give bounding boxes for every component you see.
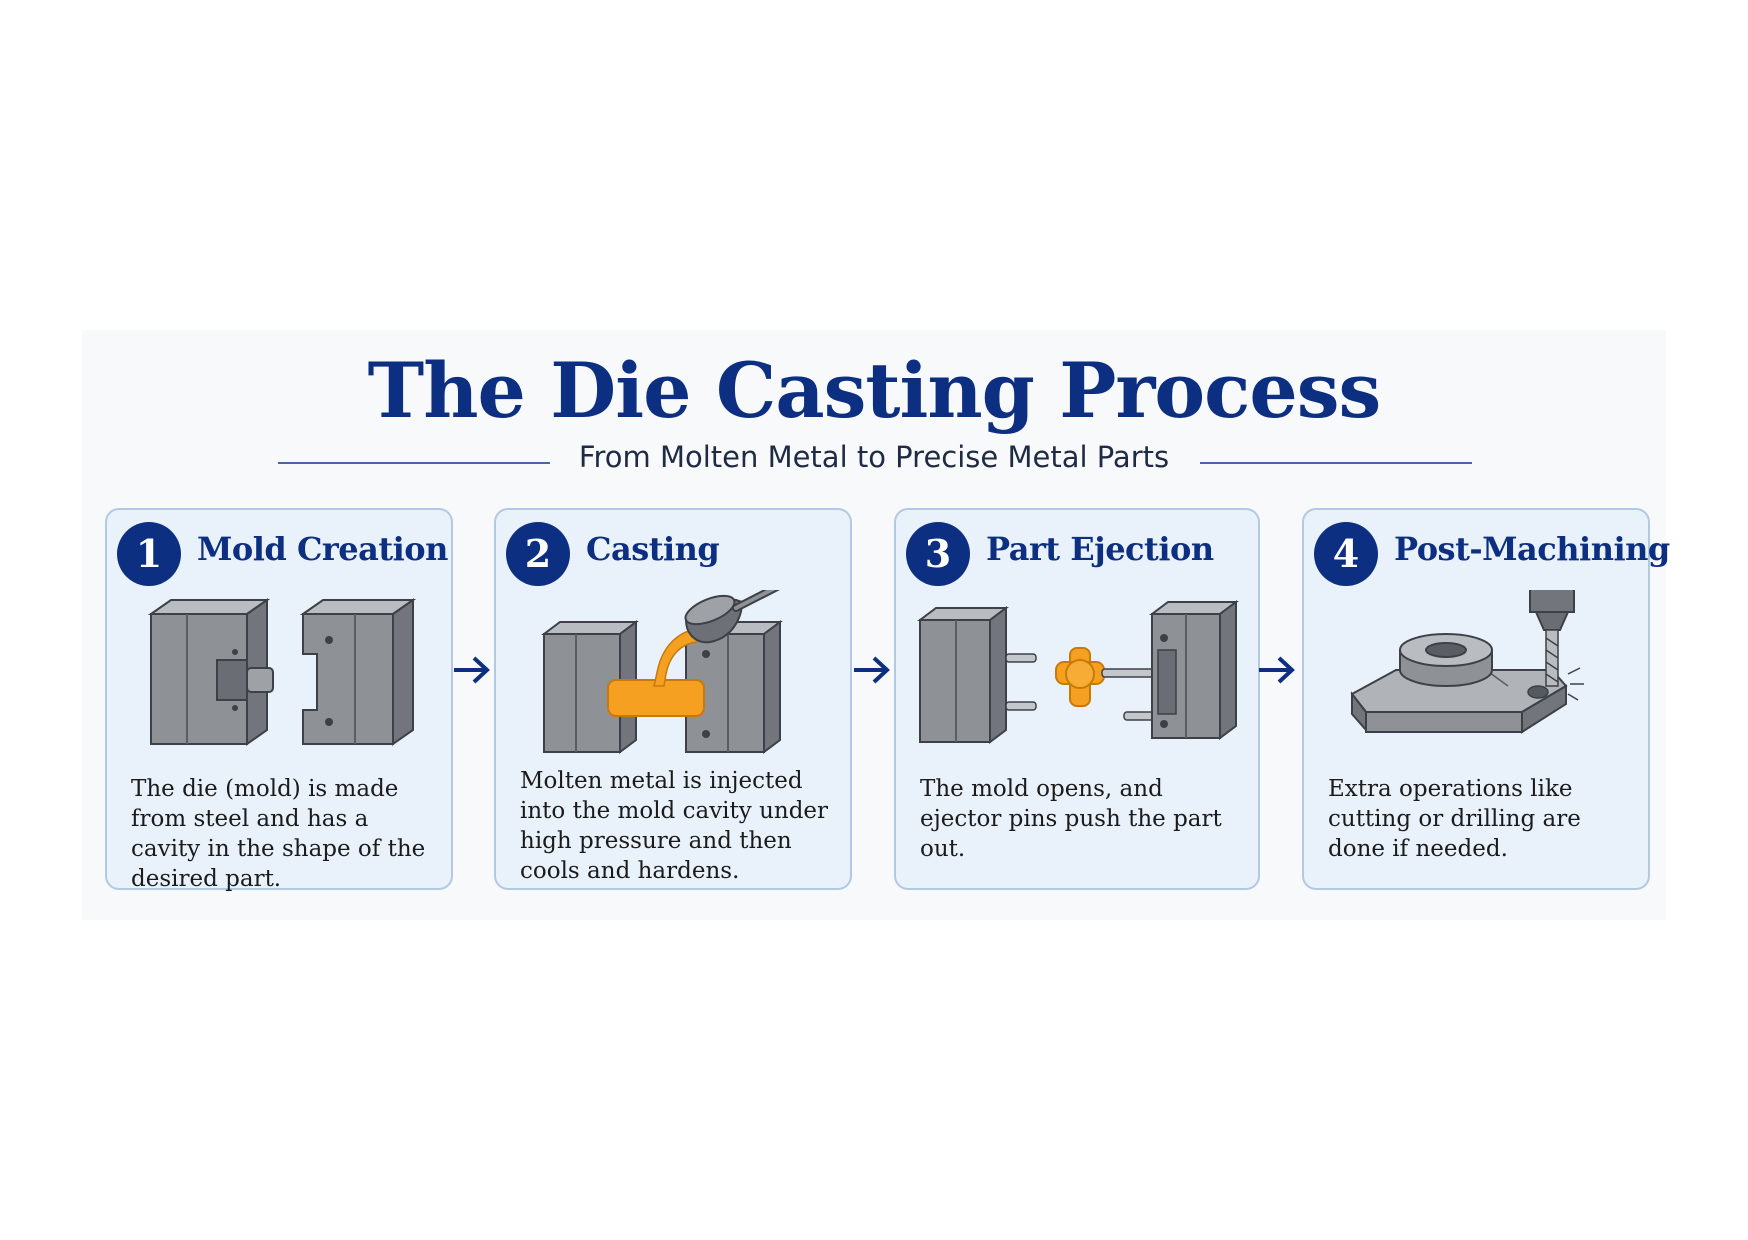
step-number-badge: 1 [117,522,181,586]
subtitle: From Molten Metal to Precise Metal Parts [578,440,1170,474]
right-arrow-icon [854,656,890,684]
subtitle-row: From Molten Metal to Precise Metal Parts [0,440,1748,476]
step-number-badge: 4 [1314,522,1378,586]
step-card-mold-creation: 1 Mold Creation The die (mold) is made f… [105,508,453,892]
step-card-post-machining: 4 Post-Machining Extra operations like c… [1302,508,1670,890]
step-card-part-ejection: 3 Part Ejection The mold opens, and ejec… [894,508,1260,890]
step-description: Molten metal is injected into the mold c… [520,768,829,884]
die-mold-halves-icon [147,598,417,746]
ladle-pouring-icon [541,590,783,754]
step-title: Mold Creation [197,530,448,568]
step-number-badge: 2 [506,522,570,586]
step-title: Casting [586,530,720,568]
right-arrow-icon [454,656,490,684]
subtitle-rule-left [278,462,550,464]
drill-machining-icon [1350,590,1584,734]
step-description: The mold opens, and ejector pins push th… [920,776,1222,862]
ejected-part-icon [917,600,1239,744]
step-title: Post-Machining [1394,530,1670,568]
step-description: The die (mold) is made from steel and ha… [131,776,426,892]
subtitle-rule-right [1200,462,1472,464]
page-title: The Die Casting Process [367,346,1382,435]
step-card-casting: 2 Casting Molten metal is injected into … [494,508,852,890]
step-description: Extra operations like cutting or drillin… [1328,776,1581,862]
right-arrow-icon [1259,656,1295,684]
step-title: Part Ejection [986,530,1214,568]
step-number-badge: 3 [906,522,970,586]
